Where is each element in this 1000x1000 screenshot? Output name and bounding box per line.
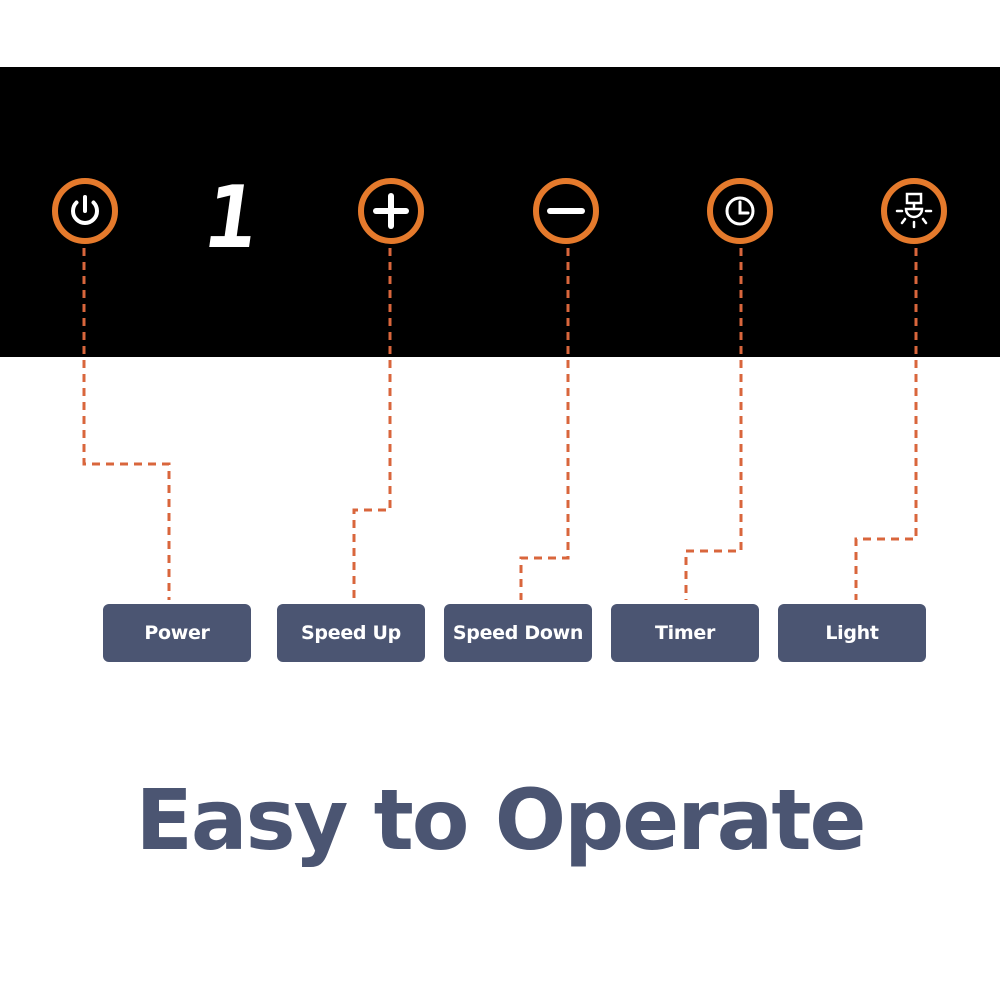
label-speed-up: Speed Up bbox=[277, 604, 425, 662]
label-power: Power bbox=[103, 604, 251, 662]
label-speed-down: Speed Down bbox=[444, 604, 592, 662]
control-panel bbox=[0, 67, 1000, 357]
headline: Easy to Operate bbox=[135, 771, 867, 869]
label-timer: Timer bbox=[611, 604, 759, 662]
label-light: Light bbox=[778, 604, 926, 662]
